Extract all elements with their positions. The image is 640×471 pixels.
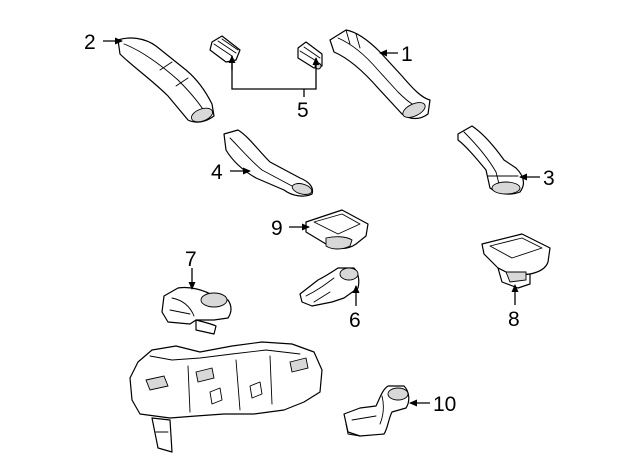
callout-10: 10 [433,393,456,416]
part-9-register [305,209,369,250]
leader-5-bracket [231,56,320,90]
part-10-duct [343,385,410,437]
instrument-panel-frame [129,341,323,453]
part-7-connector [161,286,232,335]
callout-6: 6 [349,309,361,332]
part-5-vents [209,35,323,70]
callout-1: 1 [401,43,413,66]
part-8-register [481,233,551,289]
part-4-duct [223,129,314,197]
part-2-duct [117,37,215,123]
callout-8: 8 [508,308,520,331]
callout-2: 2 [84,31,96,54]
callout-7: 7 [185,248,197,271]
callout-9: 9 [271,217,283,240]
part-1-duct [329,29,431,120]
callout-5: 5 [297,99,309,122]
callout-3: 3 [543,167,555,190]
part-3-duct [457,125,525,195]
part-6-connector [299,267,360,307]
callout-4: 4 [211,161,223,184]
